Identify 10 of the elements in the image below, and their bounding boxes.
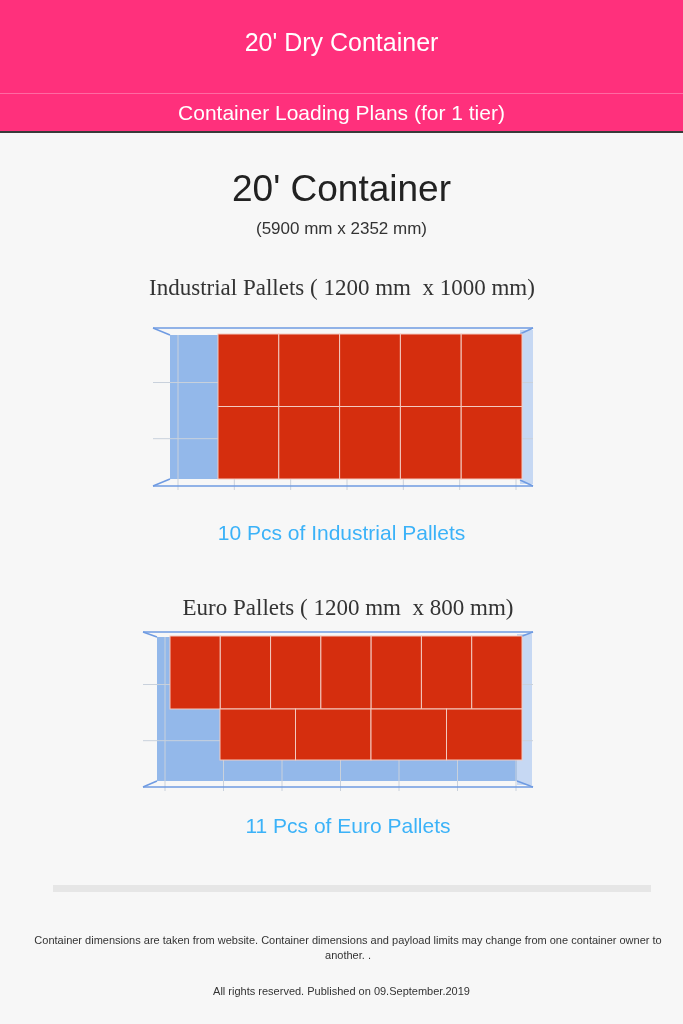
pallet-count: 11 Pcs of Euro Pallets [245,813,451,838]
copyright-note: All rights reserved. Published on 09.September.2019 [213,984,470,999]
subtitle: Container Loading Plans (for 1 tier) [178,100,505,125]
pallet-heading: Euro Pallets ( 1200 mm x 800 mm) [182,594,514,621]
container-heading: 20' Container [232,168,451,210]
page-title: 20' Dry Container [244,27,439,57]
pallet-heading: Industrial Pallets ( 1200 mm x 1000 mm) [149,274,535,301]
footnote: Container dimensions are taken from website. Container dimensions and payload limits may change from one container owner to another. . [33,933,663,963]
pallet-count: 10 Pcs of Industrial Pallets [217,520,466,545]
container-dimensions: (5900 mm x 2352 mm) [256,218,427,239]
